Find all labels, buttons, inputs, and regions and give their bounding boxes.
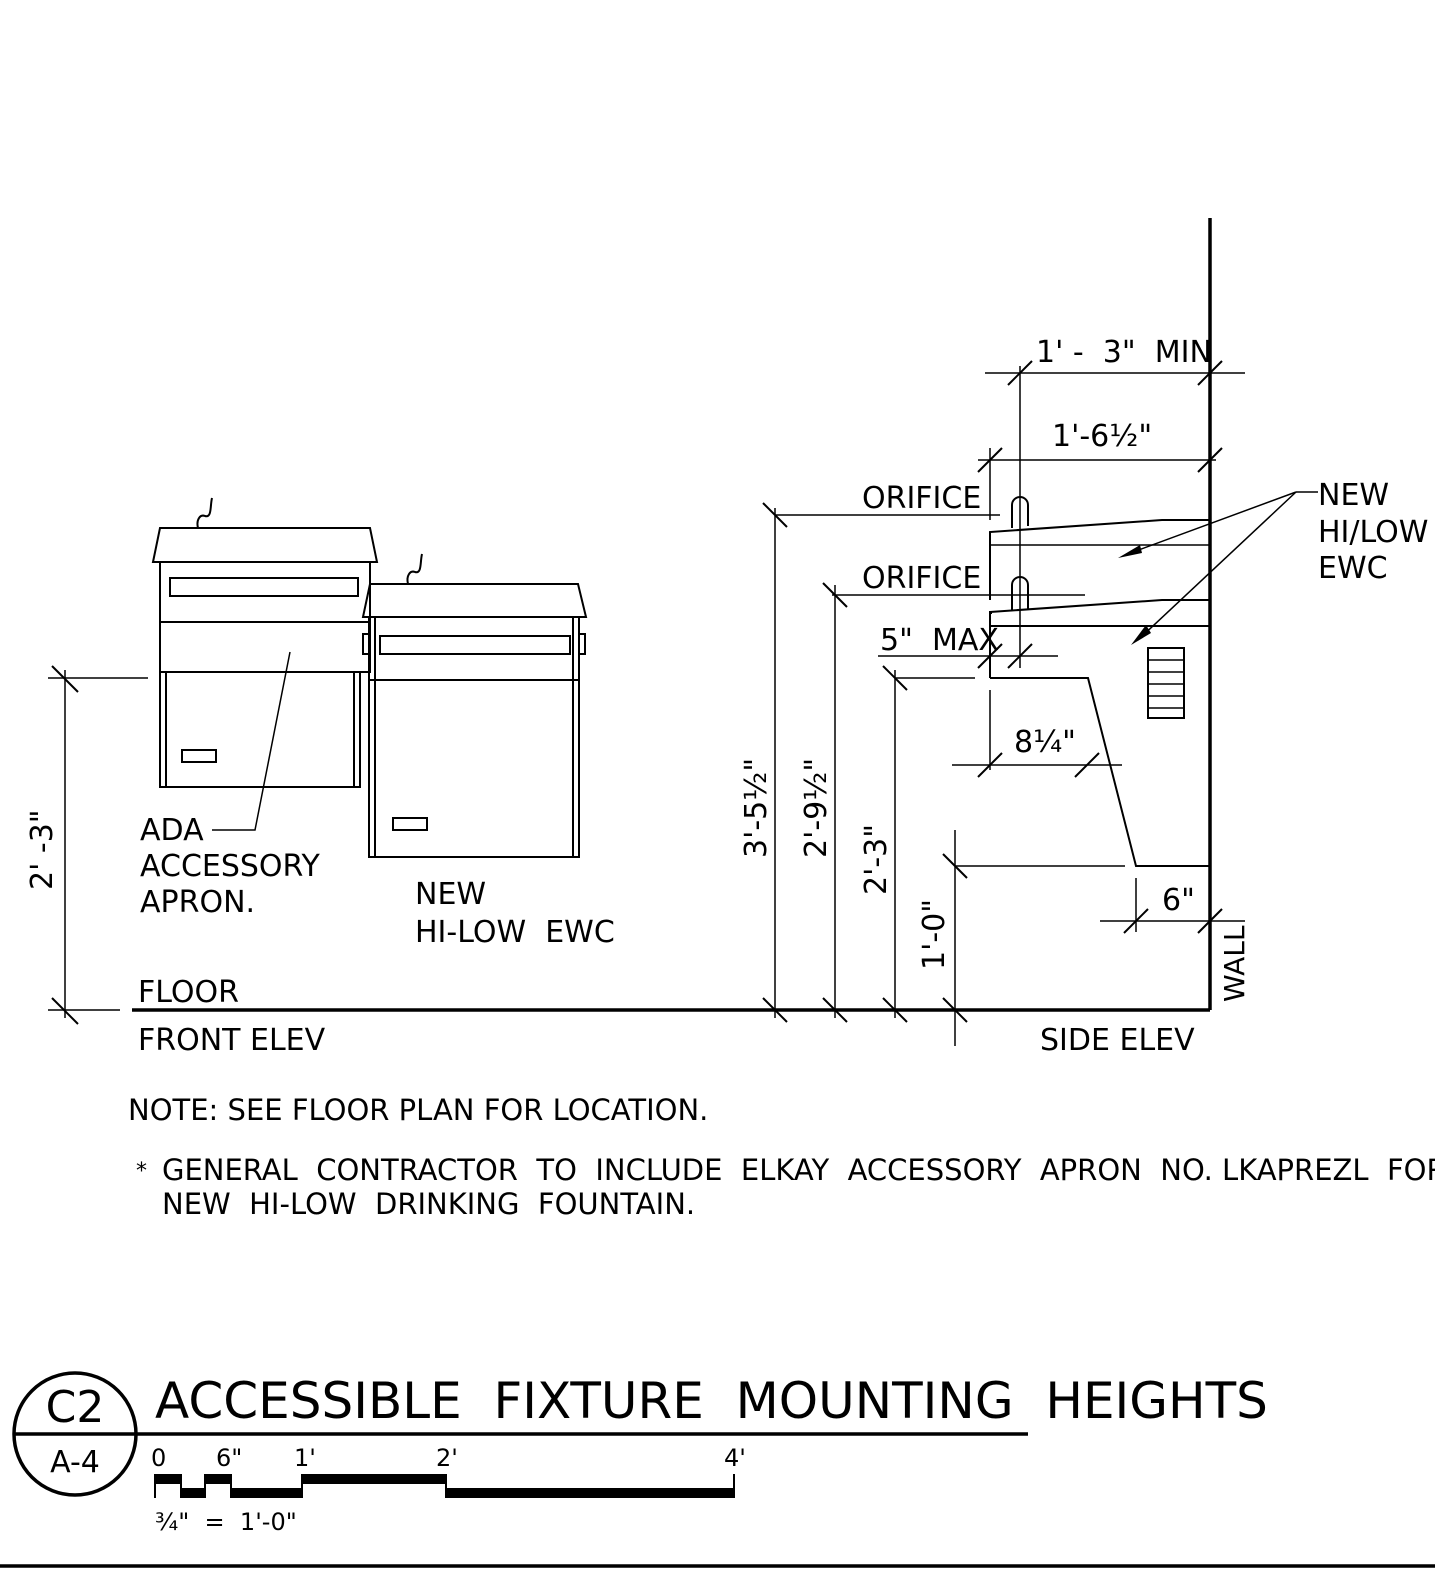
ewc-label-1: NEW [415,877,486,912]
dim-1-0-label: 1'-0" [917,899,952,970]
dim-2-3-label: 2'-3" [859,824,894,895]
vertical-dimensions [762,502,1125,1046]
lower-unit-profile [989,576,1210,867]
title-block: C2 A-4 ACCESSIBLE FIXTURE MOUNTING HEIGH… [12,1371,1268,1536]
scale-tick-2ft: 2' [436,1444,458,1472]
dim-projection-label: 1'-6½" [1052,419,1152,454]
dim-5-max [878,643,1058,669]
scale-tick-6in: 6" [216,1444,242,1472]
ada-label-3: APRON. [140,885,255,920]
front-elevation: ADA ACCESSORY APRON. NEW HI-LOW EWC 2' -… [25,497,1210,1058]
dim-6 [1100,878,1245,934]
ewc-leaders [1118,491,1318,645]
vent-grille [1147,647,1185,719]
note-item-line-1: GENERAL CONTRACTOR TO INCLUDE ELKAY ACCE… [162,1153,1435,1187]
front-elev-label: FRONT ELEV [138,1023,326,1058]
dim-projection [977,447,1223,520]
notes: NOTE: SEE FLOOR PLAN FOR LOCATION. * GEN… [128,1093,1435,1221]
graphic-scale [154,1474,735,1498]
sheet-number: A-4 [50,1445,100,1480]
detail-number: C2 [46,1382,105,1433]
scale-tick-4ft: 4' [724,1444,746,1472]
scale-note: ¾" = 1'-0" [155,1508,297,1536]
dim-8-quarter [952,690,1122,778]
dim-8-quarter-label: 8¼" [1014,725,1076,760]
detail-title: ACCESSIBLE FIXTURE MOUNTING HEIGHTS [155,1372,1268,1430]
floor-label: FLOOR [138,975,239,1010]
ewc-label-2: HI-LOW EWC [415,915,615,950]
apron-height-dimension [48,665,148,1025]
dim-min-projection-label: 1' - 3" MIN [1036,335,1212,370]
high-fountain [151,497,379,788]
apron-height-label: 2' -3" [25,809,60,890]
note-item-line-2: NEW HI-LOW DRINKING FOUNTAIN. [162,1187,695,1221]
dim-min-projection [985,360,1245,595]
side-ewc-label-2: HI/LOW [1318,515,1428,550]
scale-tick-0: 0 [151,1444,166,1472]
side-ewc-label-1: NEW [1318,478,1389,513]
upper-unit-profile [989,496,1210,600]
side-elevation: 1' - 3" MIN 1'-6½" ORIFICE ORIFICE 5" MA… [739,218,1428,1058]
side-elev-label: SIDE ELEV [1040,1023,1195,1058]
orifice-low-label: ORIFICE [862,561,981,596]
dim-3-5-half-label: 3'-5½" [739,758,774,858]
ada-label-1: ADA [140,813,204,848]
orifice-high-label: ORIFICE [862,481,981,516]
scale-tick-1ft: 1' [294,1444,316,1472]
dim-6-label: 6" [1162,883,1195,918]
dim-2-9-half-label: 2'-9½" [799,758,834,858]
ada-label-2: ACCESSORY [140,849,320,884]
bubbler-icon [406,553,423,585]
side-ewc-label-3: EWC [1318,551,1388,586]
wall-label: WALL [1218,925,1251,1002]
bubbler-icon [196,497,213,529]
note-bullet: * [136,1159,147,1184]
ada-leader [212,651,291,831]
note-text: NOTE: SEE FLOOR PLAN FOR LOCATION. [128,1093,708,1127]
dim-5-max-label: 5" MAX [880,623,999,658]
low-fountain [361,553,588,858]
